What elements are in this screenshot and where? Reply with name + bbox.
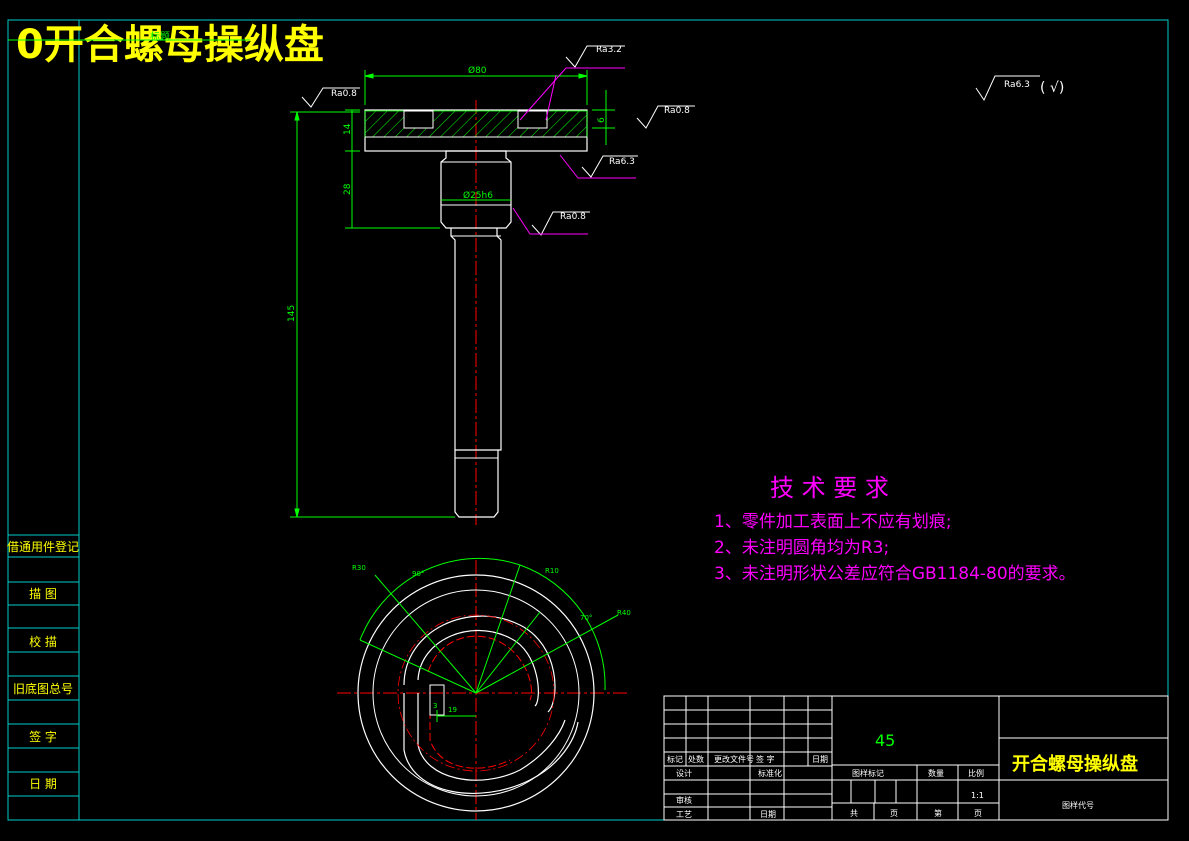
general-roughness-value: Ra6.3 [1004,80,1030,90]
tb-row-design: 设计 [676,768,692,778]
general-roughness-suffix: ( √) [1040,80,1064,96]
disc-hatch [364,110,588,138]
dim-h145: 145 [287,305,297,322]
hub-outline [440,150,512,229]
tb-part-name: 开合螺母操纵盘 [1012,753,1138,775]
general-roughness [975,75,1040,102]
tb-sheets-unit2: 页 [974,809,982,818]
tb-sheets-total: 共 [850,809,858,818]
roughness-ra32: Ra3.2 [596,45,622,55]
side-item-2: 校 描 [29,634,57,649]
dim-h6: 6 [597,117,607,123]
tb-row-std: 标准化 [758,768,782,778]
tb-header-count: 处数 [688,754,704,764]
tb-sheet-no: 第 [934,808,942,818]
tb-col-scale: 比例 [968,768,984,778]
tb-material: 45 [875,731,895,750]
dim-d80: Ø80 [468,65,487,76]
shaft-outline [450,228,502,451]
roughness-ra08-right: Ra0.8 [664,106,690,116]
title-overlay-text: 标题 [150,31,170,43]
dim-d3: 3 [433,702,437,710]
side-item-0: 借通用件登记 [7,539,79,554]
side-item-1: 描 图 [29,587,57,601]
tech-heading: 技 术 要 求 [770,474,889,502]
dim-a70: 70° [580,614,592,622]
tb-row-craft: 工艺 [676,810,692,819]
roughness-ra08-left: Ra0.8 [331,89,357,99]
tech-item-2: 2、未注明圆角均为R3; [714,538,889,558]
dim-d19: 19 [448,706,457,714]
title-block [663,695,1169,821]
drawing-title: 0开合螺母操纵盘 [16,22,324,68]
roughness-ra63: Ra6.3 [609,157,635,167]
tb-header-file: 更改文件号 [714,754,754,764]
outer-frame [7,19,1169,821]
tb-header-date: 日期 [812,755,828,764]
dim-r30: R30 [352,564,366,572]
thread-end [454,450,499,518]
dim-d25: Ø25h6 [463,190,493,201]
dim-a90: 90° [412,570,424,578]
tb-col-weight: 数量 [928,768,944,778]
side-item-4: 签 字 [29,729,57,744]
tb-scale-value: 1:1 [971,791,984,800]
side-item-3: 旧底图总号 [13,681,73,696]
tb-row-review: 审核 [676,795,692,805]
tb-sheets-unit1: 页 [890,809,898,818]
side-block [8,534,79,797]
top-view [337,557,630,820]
dim-h14: 14 [343,123,353,135]
inner-frame [78,19,1169,821]
dim-r40: R40 [617,609,631,617]
tb-header-mark: 标记 [667,754,683,764]
tb-header-sign: 签 字 [756,754,775,764]
dim-r10: R10 [545,567,559,575]
tb-col-mark: 图样标记 [852,768,884,778]
dim-h28: 28 [343,183,353,195]
side-item-5: 日 期 [29,777,57,791]
tech-item-1: 1、零件加工表面上不应有划痕; [714,512,952,532]
tb-row-date: 日期 [760,810,776,819]
roughness-ra08-mid: Ra0.8 [560,212,586,222]
tech-item-3: 3、未注明形状公差应符合GB1184-80的要求。 [714,564,1076,584]
tb-drawing-code: 图样代号 [1062,800,1094,810]
